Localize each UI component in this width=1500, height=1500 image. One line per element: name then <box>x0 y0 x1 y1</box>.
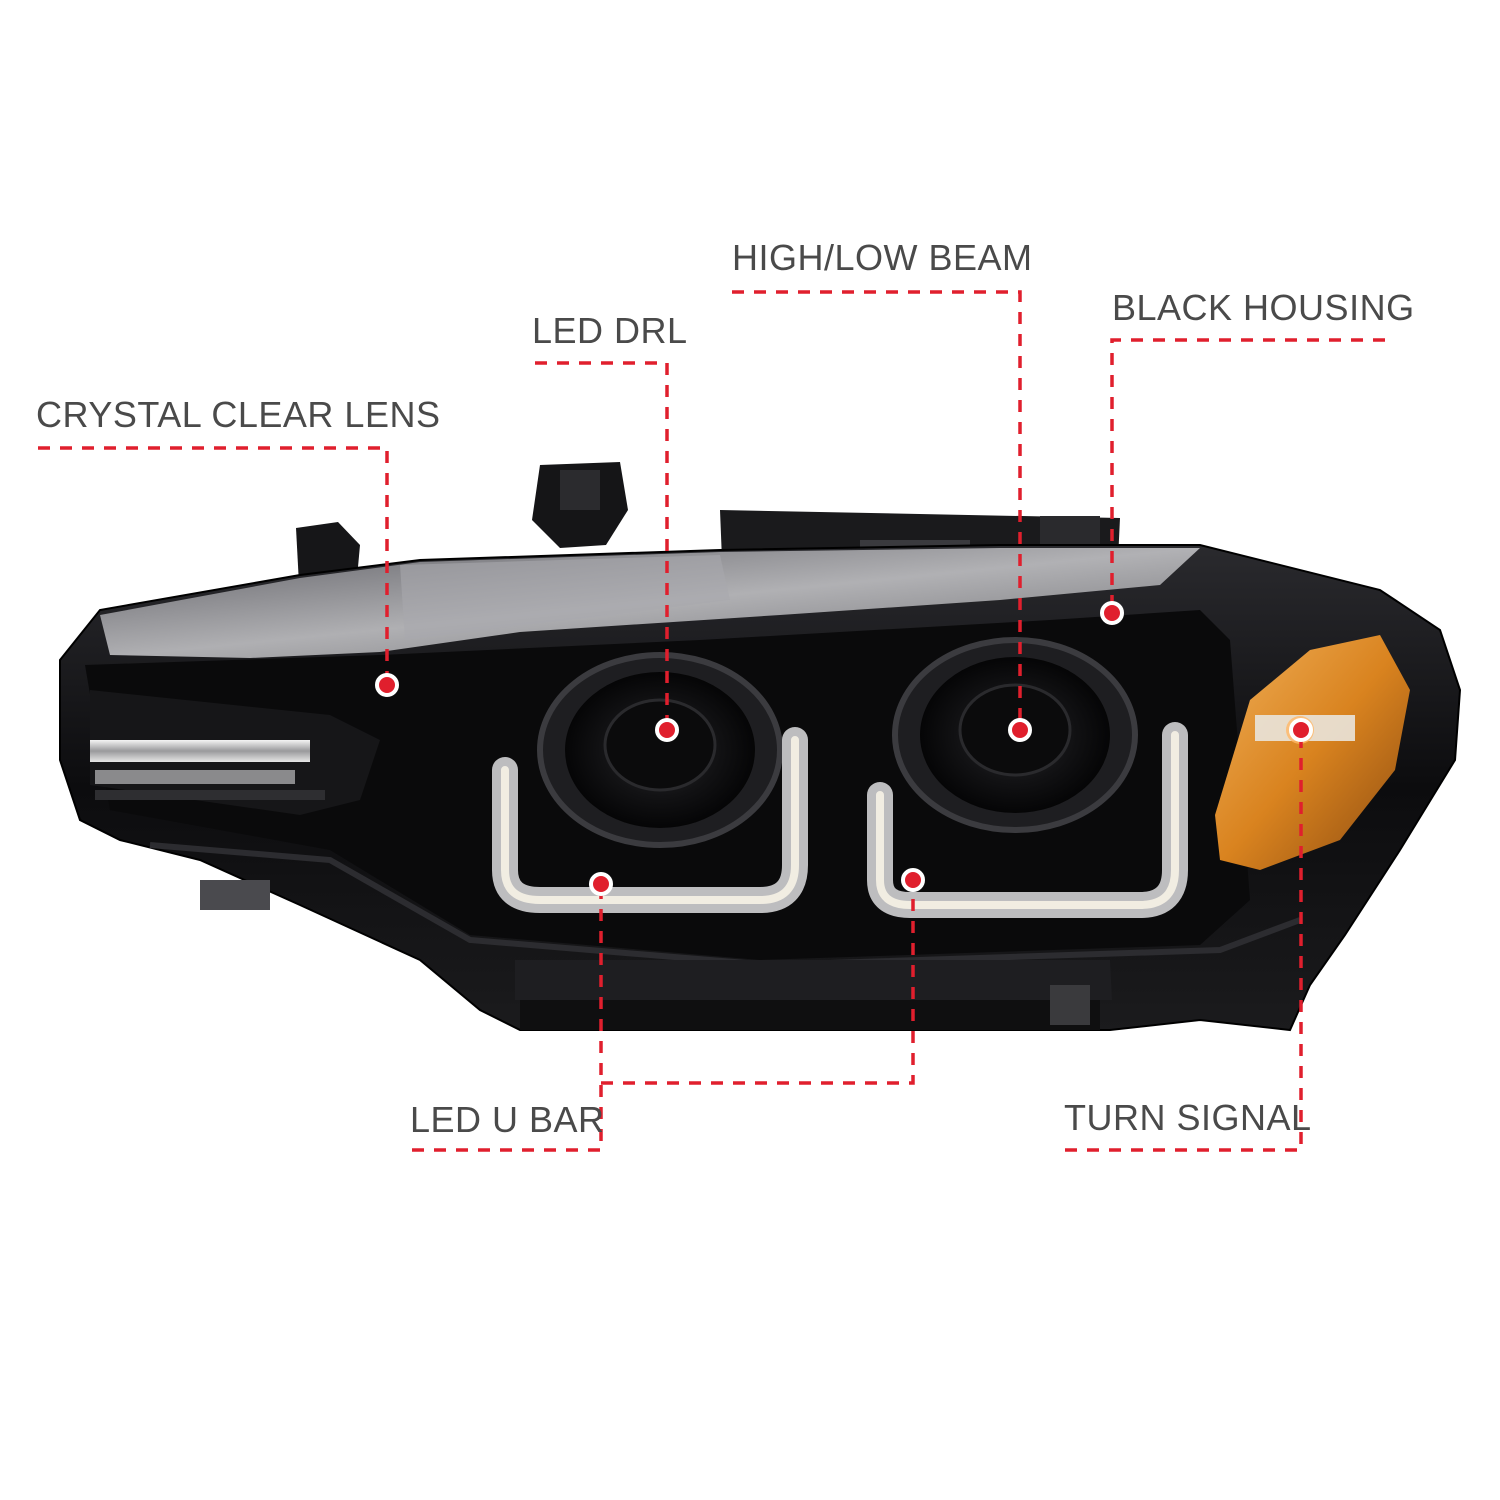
leader-led-drl <box>535 361 669 725</box>
leader-crystal-clear-lens <box>38 446 389 680</box>
leader-turn-signal <box>1065 732 1303 1152</box>
dot-led-u-bar-left <box>589 872 613 896</box>
side-marker-block <box>90 690 380 815</box>
label-black-housing: BLACK HOUSING <box>1112 287 1415 328</box>
label-high-low-beam: HIGH/LOW BEAM <box>732 237 1033 278</box>
dot-high-low-beam <box>1008 718 1032 742</box>
dot-black-housing <box>1100 601 1124 625</box>
leader-led-u-bar-branch <box>601 880 915 1085</box>
dot-led-u-bar-right <box>901 868 925 892</box>
label-crystal-clear-lens: CRYSTAL CLEAR LENS <box>36 394 441 435</box>
dot-turn-signal <box>1289 718 1313 742</box>
dot-crystal-clear-lens <box>375 673 399 697</box>
leader-black-housing <box>1110 338 1385 608</box>
label-led-u-bar: LED U BAR <box>410 1099 605 1140</box>
label-led-drl: LED DRL <box>532 310 688 351</box>
led-u-bars <box>492 722 1188 918</box>
label-turn-signal: TURN SIGNAL <box>1064 1097 1312 1138</box>
leader-high-low-beam <box>732 290 1022 725</box>
projector-left <box>537 652 783 848</box>
dot-led-drl <box>655 718 679 742</box>
